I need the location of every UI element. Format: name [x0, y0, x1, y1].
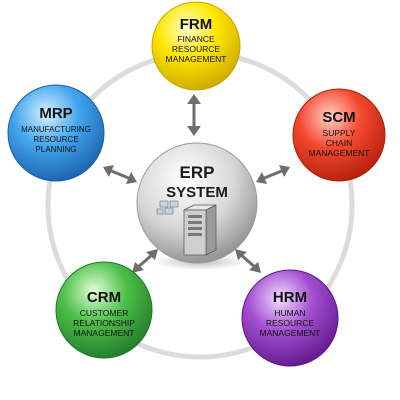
mrp-line1: MANUFACTURING: [21, 125, 91, 134]
hrm-line3: MANAGEMENT: [260, 328, 321, 338]
scm-line2: CHAIN: [326, 138, 352, 148]
mrp-line2: RESOURCE: [33, 135, 78, 144]
mrp-line3: PLANNING: [36, 145, 77, 154]
scm-abbr: SCM: [322, 109, 355, 126]
frm-line2: RESOURCE: [172, 44, 221, 54]
frm-line3: MANAGEMENT: [166, 54, 227, 64]
hrm-line2: RESOURCE: [266, 318, 315, 328]
module-crm: CRM CUSTOMER RELATIONSHIP MANAGEMENT: [55, 261, 153, 359]
server-tower-icon: [156, 200, 217, 256]
mrp-abbr: MRP: [39, 105, 72, 122]
scm-line1: SUPPLY: [323, 128, 356, 138]
center-title-line1: ERP: [180, 163, 215, 182]
module-frm: FRM FINANCE RESOURCE MANAGEMENT: [151, 1, 241, 91]
hrm-abbr: HRM: [273, 289, 307, 306]
frm-abbr: FRM: [180, 16, 213, 33]
module-hrm: HRM HUMAN RESOURCE MANAGEMENT: [241, 269, 339, 367]
connector-frm: [187, 94, 201, 136]
scm-line3: MANAGEMENT: [309, 148, 370, 158]
module-scm: SCM SUPPLY CHAIN MANAGEMENT: [292, 88, 386, 182]
erp-center-node: ERP SYSTEM: [136, 142, 258, 270]
center-title-line2: SYSTEM: [166, 184, 228, 201]
connector-scm: [256, 165, 290, 184]
crm-line1: CUSTOMER: [80, 308, 129, 318]
crm-line3: MANAGEMENT: [74, 328, 135, 338]
connector-crm: [132, 249, 158, 273]
double-arrow-icon: [187, 94, 201, 104]
crm-abbr: CRM: [87, 289, 121, 306]
module-mrp: MRP MANUFACTURING RESOURCE PLANNING: [7, 84, 105, 182]
connector-mrp: [103, 165, 137, 184]
crm-line2: RELATIONSHIP: [73, 318, 135, 328]
hrm-line1: HUMAN: [274, 308, 305, 318]
frm-line1: FINANCE: [177, 34, 215, 44]
